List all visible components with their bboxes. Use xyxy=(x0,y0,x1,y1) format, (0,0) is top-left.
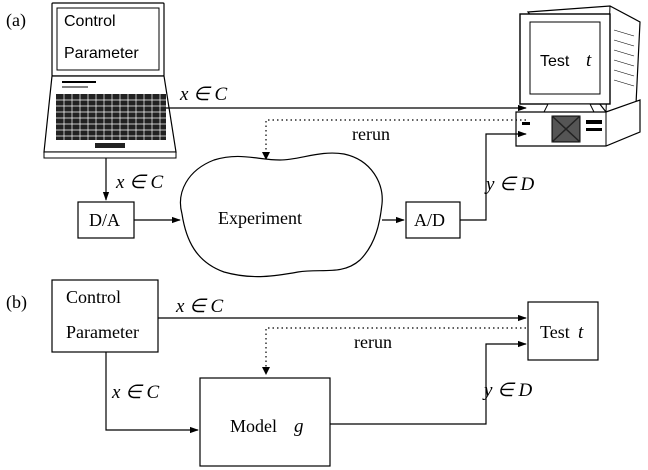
experiment-label: Experiment xyxy=(218,208,302,228)
control-line1: Control xyxy=(66,287,121,307)
control-line2: Parameter xyxy=(66,322,139,342)
arrow-ad-to-test xyxy=(460,130,527,221)
desktop-computer-icon xyxy=(515,5,641,147)
arrow-top-label: x ∈ C xyxy=(179,84,227,105)
computer-screen-var: t xyxy=(586,50,592,71)
rerun-label-b: rerun xyxy=(354,332,392,352)
experiment-blob xyxy=(180,152,383,278)
model-var: g xyxy=(294,416,304,437)
laptop-screen-line1: Control xyxy=(64,13,116,30)
test-text: Test xyxy=(540,322,570,342)
test-var: t xyxy=(578,322,584,343)
output-label-b: y ∈ D xyxy=(482,380,532,401)
rerun-label: rerun xyxy=(352,124,390,144)
arrow-down-label: x ∈ C xyxy=(115,172,163,193)
test-box xyxy=(527,301,599,361)
rerun-path xyxy=(265,119,526,157)
arrow-model-to-test xyxy=(330,340,527,425)
laptop-icon xyxy=(43,2,177,159)
arrow-control-to-model xyxy=(105,352,199,434)
da-box xyxy=(77,201,135,239)
rerun-path-b xyxy=(265,327,526,372)
panel-a-label: (a) xyxy=(6,10,26,31)
arrow-top-label-b: x ∈ C xyxy=(175,296,223,317)
output-label: y ∈ D xyxy=(484,174,534,195)
laptop-screen-line2: Parameter xyxy=(64,45,139,62)
panel-b-label: (b) xyxy=(6,292,27,313)
da-label: D/A xyxy=(89,210,120,230)
control-parameter-box xyxy=(51,279,159,353)
computer-screen-text: Test xyxy=(540,53,570,70)
arrow-down-label-b: x ∈ C xyxy=(111,382,159,403)
ad-label: A/D xyxy=(414,210,445,230)
model-box xyxy=(199,377,331,467)
model-text: Model xyxy=(230,416,277,436)
